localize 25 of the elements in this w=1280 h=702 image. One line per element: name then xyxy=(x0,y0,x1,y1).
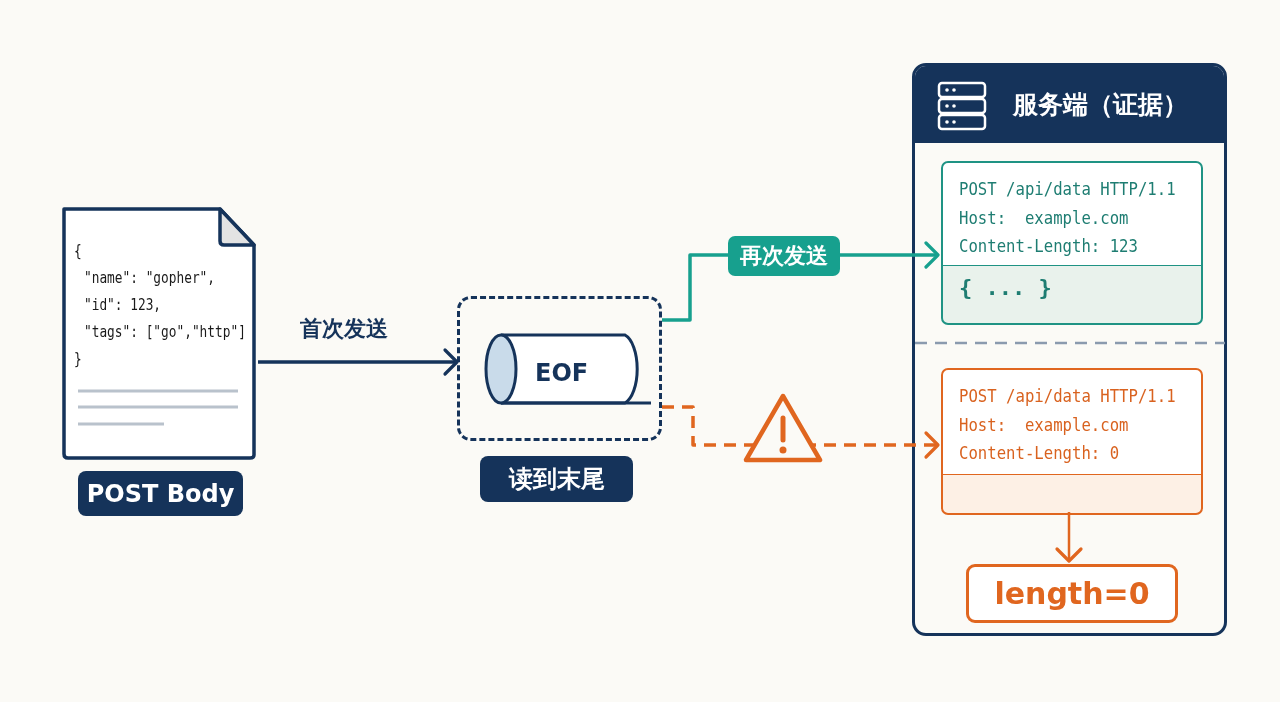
caption-badge: 读到末尾 xyxy=(480,456,633,502)
request-line: POST /api/data HTTP/1.1 xyxy=(959,386,1176,406)
arrow xyxy=(662,405,940,459)
cylinder-label: EOF xyxy=(535,359,589,387)
request-card xyxy=(941,368,1203,515)
request-line: Host: example.com xyxy=(959,207,1129,228)
code-line: { xyxy=(74,241,82,260)
result-box: length=0 xyxy=(966,564,1178,623)
caption-badge: POST Body xyxy=(78,471,243,516)
request-line: Host: example.com xyxy=(959,414,1129,435)
request-line: Content-Length: 123 xyxy=(959,236,1138,256)
code-line: "name": "gopher", xyxy=(84,268,215,287)
request-card xyxy=(941,161,1203,325)
arrow xyxy=(1055,512,1083,563)
code-line: "id": 123, xyxy=(84,295,162,314)
request-line: POST /api/data HTTP/1.1 xyxy=(959,179,1176,199)
code-line: "tags": ["go","http"] xyxy=(84,322,246,341)
edge-label: 再次发送 xyxy=(728,236,840,276)
dashed-box xyxy=(457,296,662,441)
code-line: } xyxy=(74,349,82,368)
server-panel xyxy=(912,63,1227,636)
panel-title: 服务端（证据） xyxy=(1013,89,1188,121)
arrow xyxy=(258,348,459,376)
request-line: Content-Length: 0 xyxy=(959,443,1120,463)
body-text: { ... } xyxy=(959,275,1052,300)
